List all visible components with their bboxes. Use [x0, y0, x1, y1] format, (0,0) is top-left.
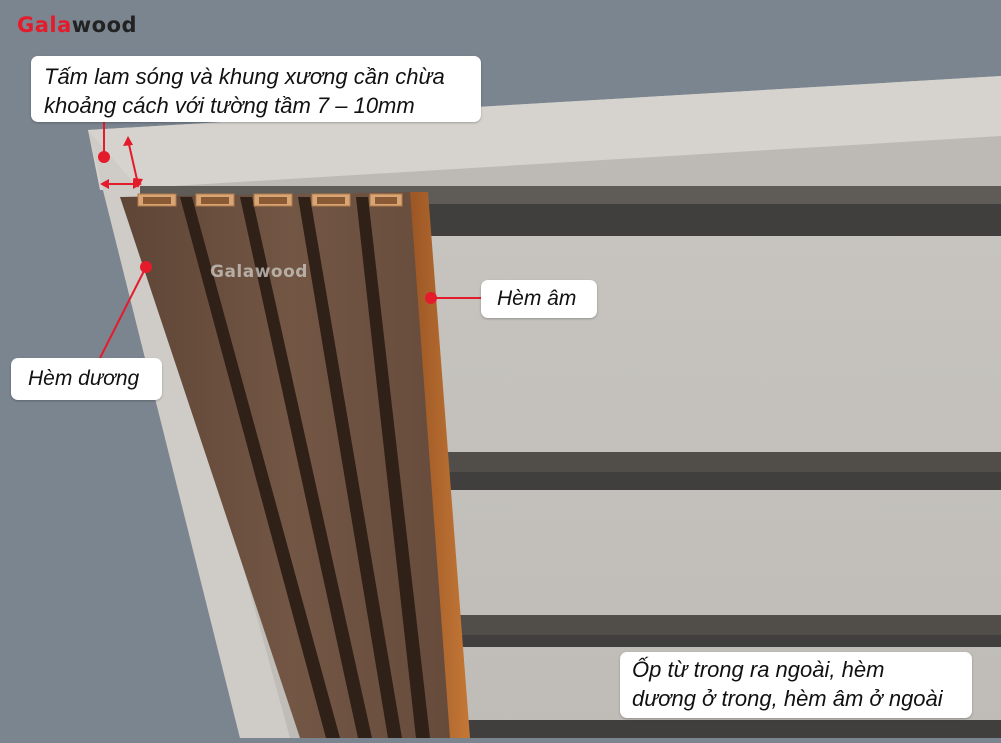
gap-note-line-1: Tấm lam sóng và khung xương cần chừa — [44, 64, 445, 89]
brand-logo: Galawood — [17, 13, 137, 37]
panel-watermark: Galawood — [210, 262, 308, 282]
male-joint-marker — [99, 261, 152, 359]
female-joint-callout: Hèm âm — [481, 280, 597, 318]
gap-note-line-2: khoảng cách với tường tầm 7 – 10mm — [44, 93, 415, 118]
logo-part-wood: wood — [71, 13, 138, 37]
logo-part-gala: Gala — [17, 13, 72, 37]
order-note-line-2: dương ở trong, hèm âm ở ngoài — [632, 686, 943, 711]
gap-marker — [98, 122, 143, 189]
female-joint-marker — [425, 292, 481, 304]
order-note-line-1: Ốp từ trong ra ngoài, hèm — [632, 657, 885, 682]
male-joint-callout: Hèm dương — [11, 358, 162, 400]
gap-note-callout: Tấm lam sóng và khung xương cần chừa kho… — [31, 56, 481, 122]
installation-order-callout: Ốp từ trong ra ngoài, hèm dương ở trong,… — [620, 652, 972, 718]
